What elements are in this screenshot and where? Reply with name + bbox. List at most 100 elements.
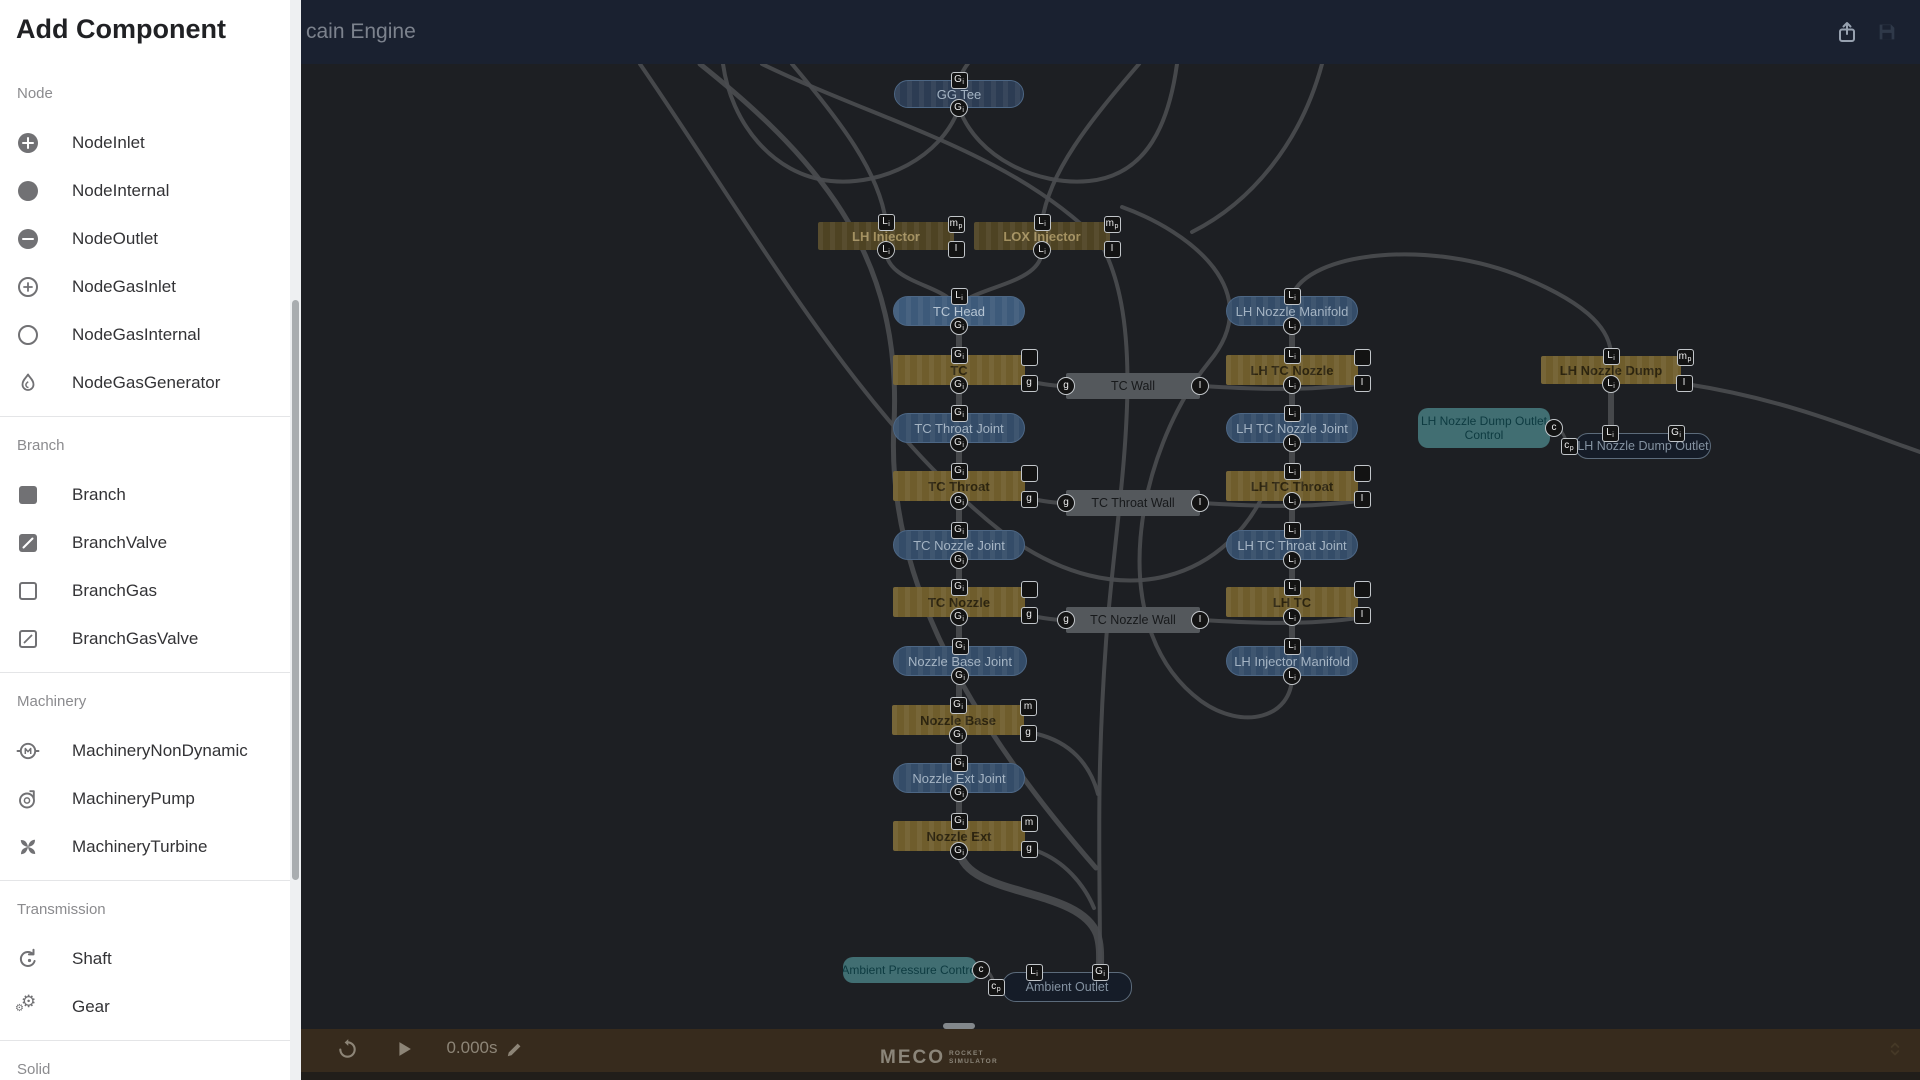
play-icon[interactable] (392, 1037, 416, 1061)
reset-icon[interactable] (335, 1037, 359, 1061)
component-item-machinerynondynamic[interactable]: MachineryNonDynamic (0, 727, 290, 775)
node-tc-throat[interactable]: TC Throat (893, 471, 1025, 501)
component-item-nodeinternal[interactable]: NodeInternal (0, 167, 290, 215)
port-blank-lh-tc-nozzle[interactable] (1353, 348, 1371, 366)
port-g-tc-throat-wall[interactable]: g (1057, 494, 1075, 512)
port-I-lox-injector[interactable]: I (1103, 240, 1121, 258)
port-I-lh-nozzle-dump[interactable]: I (1675, 374, 1693, 392)
component-item-gear[interactable]: ⚙⚙Gear (0, 983, 290, 1031)
port-m-nozzle-ext[interactable]: m (1020, 814, 1038, 832)
port-g-nozzle-ext[interactable]: g (1020, 840, 1038, 858)
port-I-tc-wall[interactable]: I (1191, 377, 1209, 395)
port-I-lh-tc[interactable]: I (1353, 606, 1371, 624)
node-tc-head[interactable]: TC Head (893, 296, 1025, 326)
node-tc-nozzle-wall[interactable]: TC Nozzle Wall (1066, 607, 1200, 633)
panel-drag-handle[interactable] (943, 1023, 975, 1029)
component-item-machinerypump[interactable]: MachineryPump (0, 775, 290, 823)
port-g-nozzle-base[interactable]: g (1019, 724, 1037, 742)
node-ambient-outlet[interactable]: Ambient Outlet (1002, 972, 1132, 1002)
component-item-branchvalve[interactable]: BranchValve (0, 519, 290, 567)
component-item-branch[interactable]: Branch (0, 471, 290, 519)
node-ambient-pressure-control[interactable]: Ambient Pressure Control (843, 957, 977, 983)
pencil-icon[interactable] (502, 1037, 526, 1061)
component-item-nodeinlet[interactable]: NodeInlet (0, 119, 290, 167)
node-lh-nozzle-dump-outlet[interactable]: LH Nozzle Dump Outlet (1575, 433, 1711, 459)
component-item-branchgasvalve[interactable]: BranchGasValve (0, 615, 290, 663)
port-m-nozzle-base[interactable]: m (1019, 698, 1037, 716)
component-item-nodegasinternal[interactable]: NodeGasInternal (0, 311, 290, 359)
port-I-tc-nozzle-wall[interactable]: I (1191, 611, 1209, 629)
unfold-icon[interactable] (1883, 1037, 1907, 1061)
port-g-tc-wall[interactable]: g (1057, 377, 1075, 395)
component-item-machineryturbine[interactable]: MachineryTurbine (0, 823, 290, 871)
port-blank-tc-throat[interactable] (1020, 464, 1038, 482)
port-g-tc-nozzle-wall[interactable]: g (1057, 611, 1075, 629)
node-tc-wall[interactable]: TC Wall (1066, 373, 1200, 399)
component-item-nodeoutlet[interactable]: NodeOutlet (0, 215, 290, 263)
port-c-lh-nozzle-dump-outlet-control[interactable]: c (1545, 419, 1563, 437)
port-blank-lh-tc[interactable] (1353, 580, 1371, 598)
node-tc-throat-wall[interactable]: TC Throat Wall (1066, 490, 1200, 516)
port-g-tc-nozzle[interactable]: g (1020, 606, 1038, 624)
port-I-lh-injector[interactable]: I (947, 240, 965, 258)
sidebar-scrollbar-thumb[interactable] (292, 300, 299, 880)
port-I-lh-tc-nozzle[interactable]: I (1353, 374, 1371, 392)
component-item-branchgas[interactable]: BranchGas (0, 567, 290, 615)
port-I-lh-tc-throat[interactable]: I (1353, 490, 1371, 508)
port-g-tc[interactable]: g (1020, 374, 1038, 392)
component-item-shaft[interactable]: Shaft (0, 935, 290, 983)
port-blank-lh-tc-throat[interactable] (1353, 464, 1371, 482)
port-blank-tc[interactable] (1020, 348, 1038, 366)
port-blank-tc-nozzle[interactable] (1020, 580, 1038, 598)
port-c-ambient-pressure-control[interactable]: c (972, 961, 990, 979)
port-I-tc-throat-wall[interactable]: I (1191, 494, 1209, 512)
port-g-tc-throat[interactable]: g (1020, 490, 1038, 508)
